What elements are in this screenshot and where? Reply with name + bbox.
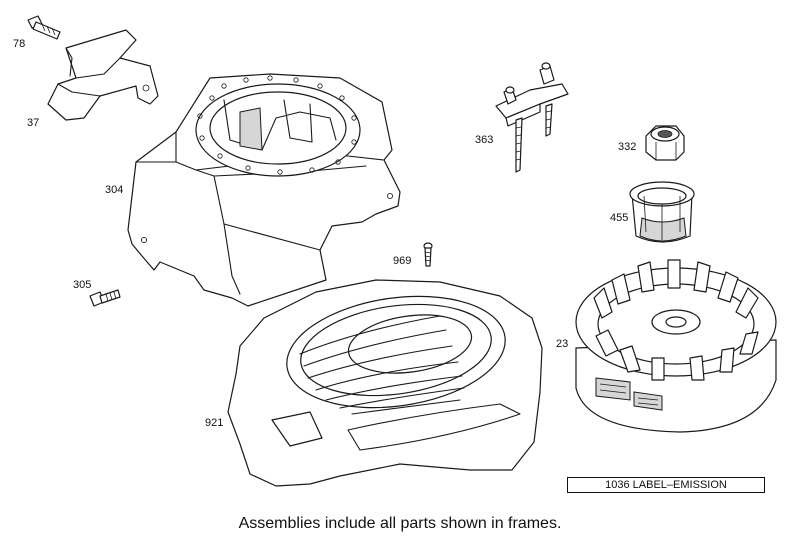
- starter-cover-921: [227, 279, 543, 487]
- bolt-78: [27, 15, 61, 40]
- callout-304: 304: [105, 184, 123, 196]
- callout-363: 363: [475, 134, 493, 146]
- emission-label-box: 1036 LABEL–EMISSION: [567, 477, 765, 493]
- callout-78: 78: [13, 38, 25, 50]
- blower-housing-304: [127, 73, 401, 307]
- hex-nut-332: [645, 125, 685, 161]
- callout-969: 969: [393, 255, 411, 267]
- armature-363: [495, 62, 569, 173]
- starter-cup-455: [629, 181, 695, 243]
- callout-305: 305: [73, 279, 91, 291]
- callout-921: 921: [205, 417, 223, 429]
- flywheel-23: [575, 259, 777, 433]
- screw-305: [89, 289, 121, 307]
- callout-23: 23: [556, 338, 568, 350]
- callout-332: 332: [618, 141, 636, 153]
- callout-455: 455: [610, 212, 628, 224]
- deflector-37: [47, 29, 159, 121]
- footer-note: Assemblies include all parts shown in fr…: [238, 515, 562, 532]
- screw-969: [423, 242, 433, 267]
- callout-37: 37: [27, 117, 39, 129]
